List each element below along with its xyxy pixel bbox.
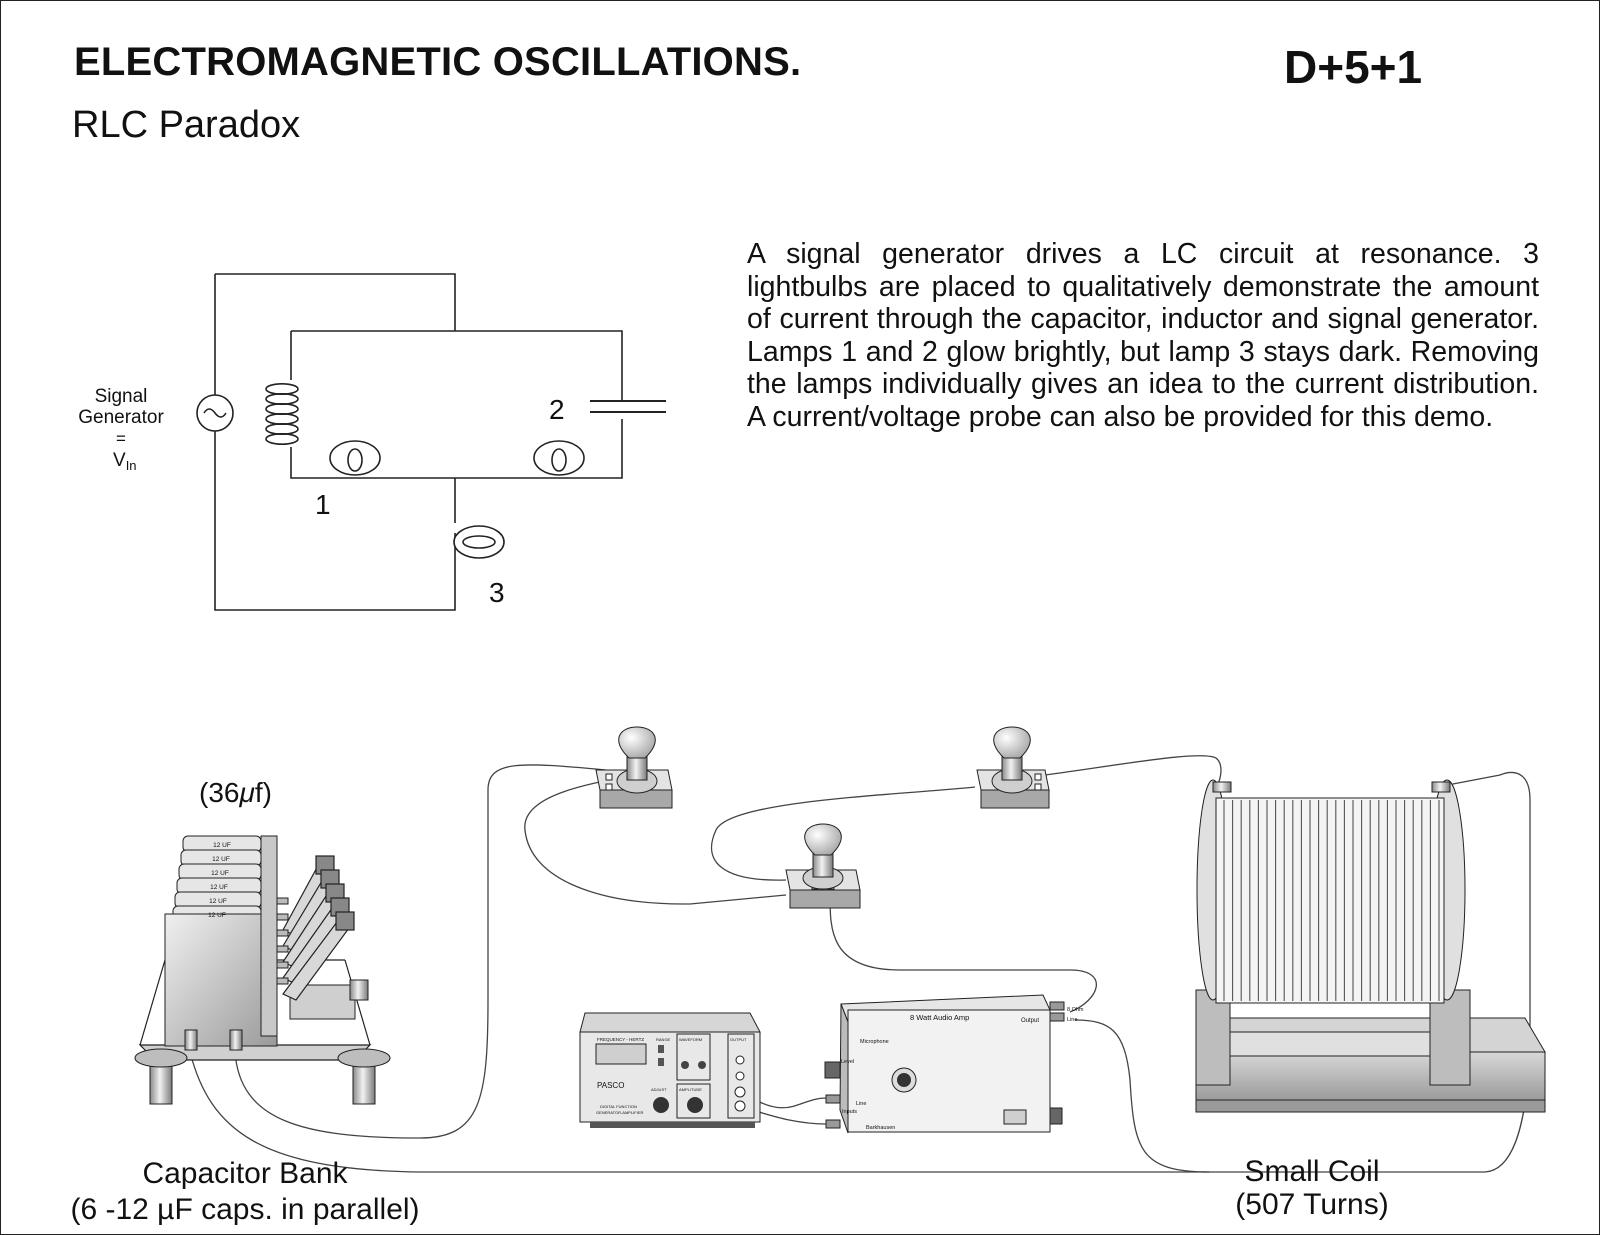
circuit-schematic bbox=[196, 273, 666, 611]
gen-display bbox=[595, 1043, 647, 1065]
tank-wire bbox=[290, 330, 623, 479]
gen-amplitude-knob bbox=[687, 1097, 703, 1113]
lamp-2-label: 2 bbox=[549, 394, 565, 425]
lamp-3-symbol bbox=[453, 525, 505, 559]
bulb-1 bbox=[618, 726, 656, 759]
source-label-v: VIn bbox=[113, 450, 137, 473]
coil-terminal-left bbox=[1212, 781, 1232, 793]
coil-winding bbox=[1215, 797, 1445, 1004]
svg-text:Inputs: Inputs bbox=[842, 1109, 857, 1115]
lamp-2-symbol bbox=[533, 440, 585, 476]
left-wire bbox=[214, 274, 456, 611]
inductor-symbol bbox=[265, 382, 299, 445]
svg-text:GENERATOR-AMPLIFIER: GENERATOR-AMPLIFIER bbox=[596, 1110, 644, 1115]
cap-unit-4-label: 12 UF bbox=[210, 884, 228, 891]
amp-title: 8 Watt Audio Amp bbox=[910, 1013, 969, 1022]
svg-text:Output: Output bbox=[1021, 1018, 1039, 1024]
lamp-1-symbol bbox=[329, 440, 381, 476]
cap-unit-2-label: 12 UF bbox=[212, 856, 230, 863]
coil-terminal-right bbox=[1431, 781, 1451, 793]
bulb-3 bbox=[804, 823, 842, 856]
lamp-1-label: 1 bbox=[315, 489, 331, 520]
source-label-line2: Generator bbox=[78, 407, 164, 428]
function-generator: FREQUENCY - HERTZ RANGE WAVEFORM AMPLITU… bbox=[579, 1012, 761, 1128]
capacitor-symbol bbox=[590, 400, 666, 413]
source-label-eq: = bbox=[116, 429, 126, 448]
svg-text:WAVEFORM: WAVEFORM bbox=[679, 1037, 702, 1042]
outer-wire bbox=[215, 273, 456, 331]
svg-text:ADJUST: ADJUST bbox=[651, 1087, 667, 1092]
svg-text:FREQUENCY - HERTZ: FREQUENCY - HERTZ bbox=[597, 1037, 644, 1042]
lamp-board-1 bbox=[595, 726, 673, 809]
cap-bank-sublabel: (6 -12 µF caps. in parallel) bbox=[70, 1193, 419, 1226]
svg-text:Microphone: Microphone bbox=[860, 1039, 889, 1045]
capacitor-bank: 12 UF 12 UF 12 UF 12 UF 12 UF 12 UF bbox=[134, 835, 391, 1105]
cap-terminal-left bbox=[184, 1029, 198, 1051]
cap-bank-label: Capacitor Bank bbox=[142, 1157, 348, 1190]
audio-amplifier: 8 Watt Audio Amp Output 8 Ohm Line Micro… bbox=[824, 994, 1084, 1134]
page-subtitle: RLC Paradox bbox=[72, 104, 301, 146]
svg-text:8 Ohm: 8 Ohm bbox=[1067, 1007, 1084, 1013]
cap-front-body bbox=[164, 913, 278, 1047]
lamp-board-2 bbox=[976, 726, 1050, 809]
cap-unit-1-label: 12 UF bbox=[213, 842, 231, 849]
cap-unit-3-label: 12 UF bbox=[211, 870, 229, 877]
description-text: A signal generator drives a LC circuit a… bbox=[747, 238, 1539, 433]
coil-turns bbox=[1223, 800, 1440, 1001]
svg-text:Barkhausen: Barkhausen bbox=[866, 1125, 895, 1131]
bulb-2 bbox=[993, 726, 1031, 759]
svg-text:AMPLITUDE: AMPLITUDE bbox=[679, 1087, 702, 1092]
lamp-board-3 bbox=[785, 823, 861, 909]
gen-adjust-knob bbox=[653, 1097, 669, 1113]
cap-unit-6-label: 12 UF bbox=[208, 912, 226, 919]
amp-power-switch bbox=[1003, 1109, 1027, 1125]
cap-unit-5-label: 12 UF bbox=[209, 898, 227, 905]
gen-brand: PASCO bbox=[597, 1081, 624, 1090]
schematic-labels: Signal Generator = VIn 1 2 3 bbox=[78, 386, 564, 608]
svg-text:Level: Level bbox=[841, 1059, 854, 1065]
svg-text:OUTPUT: OUTPUT bbox=[730, 1037, 747, 1042]
svg-text:RANGE: RANGE bbox=[656, 1037, 671, 1042]
source-label-line1: Signal bbox=[95, 386, 148, 407]
coil-apparatus bbox=[1195, 779, 1546, 1113]
cap-value-label: (36μf) bbox=[199, 777, 272, 808]
cap-terminal-right bbox=[229, 1029, 243, 1051]
demo-code: D+5+1 bbox=[1284, 41, 1423, 93]
page-title: ELECTROMAGNETIC OSCILLATIONS. bbox=[74, 40, 802, 84]
svg-text:Line: Line bbox=[856, 1101, 866, 1107]
svg-text:Line: Line bbox=[1067, 1017, 1077, 1023]
apparatus-labels: (36μf) Capacitor Bank (6 -12 µF caps. in… bbox=[70, 777, 1388, 1226]
coil-sublabel: (507 Turns) bbox=[1235, 1188, 1388, 1221]
lamp-3-label: 3 bbox=[489, 577, 505, 608]
svg-text:DIGITAL FUNCTION: DIGITAL FUNCTION bbox=[600, 1104, 637, 1109]
apparatus-wires bbox=[189, 755, 1531, 1173]
coil-label: Small Coil bbox=[1244, 1155, 1379, 1188]
